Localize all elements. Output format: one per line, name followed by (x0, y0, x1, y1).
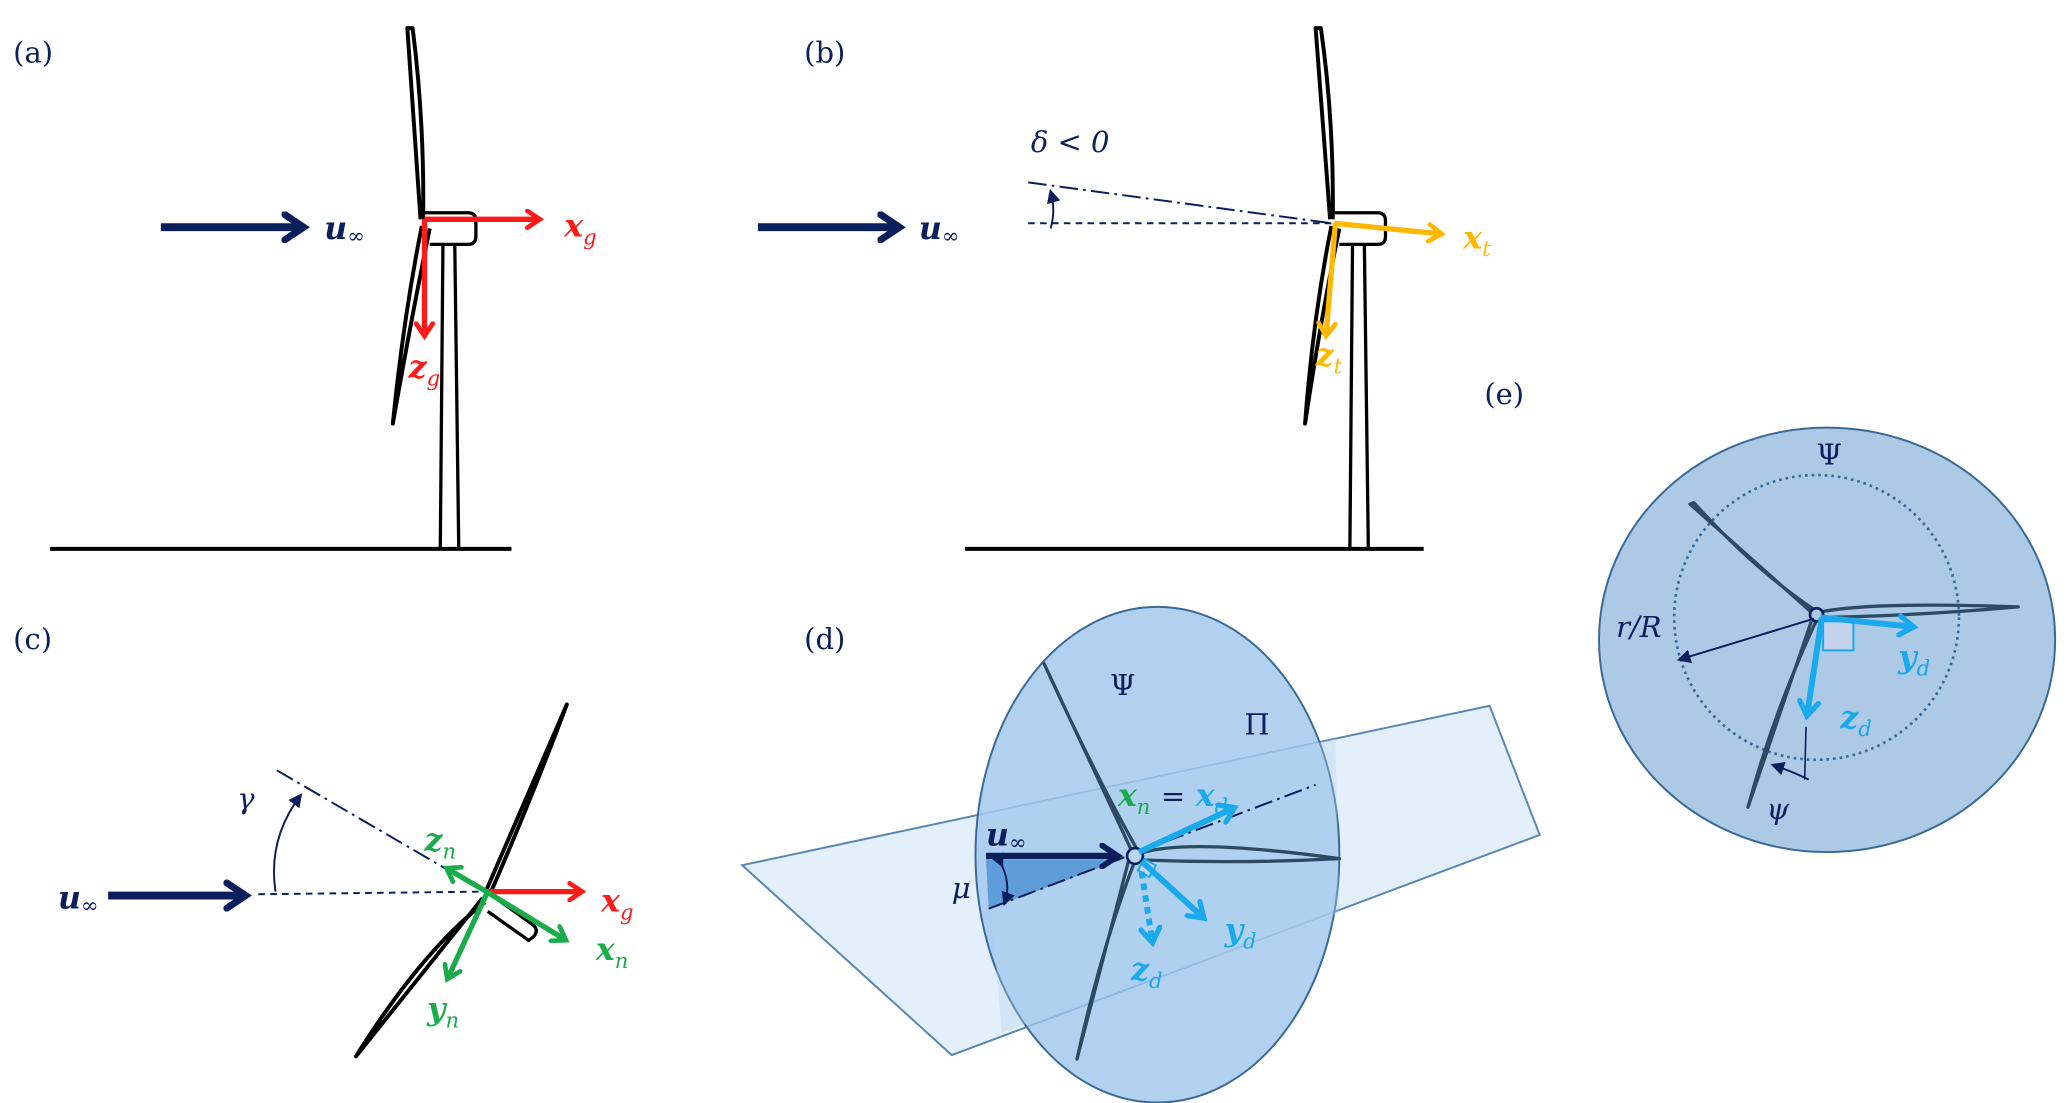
panel-c: (c) u∞ γ xg zn xn yn (13, 622, 633, 1059)
y-d-label: yd (1897, 639, 1930, 681)
freestream-label: u∞ (58, 880, 99, 918)
horizontal-reference (258, 890, 486, 896)
panel-b-label: (b) (804, 35, 845, 69)
panel-b: (b) u∞ δ < 0 xt zt (757, 26, 1491, 551)
panel-c-label: (c) (13, 622, 52, 656)
blade-upper-left (1688, 501, 1815, 614)
right-angle-marker (1822, 620, 1855, 652)
blade-down (390, 225, 432, 426)
panel-a-label: (a) (13, 35, 53, 69)
panel-e: (e) Ψ r/R yd zd ψ (1484, 377, 2057, 854)
radius-arrow (1676, 617, 1815, 663)
z-d-arrow (1807, 616, 1825, 713)
plane-pi-label: Π (1244, 708, 1269, 742)
turbine-tower (1348, 245, 1370, 549)
y-d-arrow (1139, 859, 1203, 916)
disk-psi-label: Ψ (1110, 668, 1135, 702)
blade-down (353, 896, 487, 1059)
z-t-label: zt (1315, 337, 1343, 379)
x-n-arrow (485, 889, 564, 939)
azimuth-angle-label: ψ (1766, 792, 1789, 826)
z-d-label: zd (1839, 699, 1871, 741)
y-d-arrow (1820, 617, 1911, 626)
blade-up (483, 702, 569, 894)
panel-e-label: (e) (1484, 377, 1524, 411)
freestream-label: u∞ (324, 210, 365, 248)
blade-up (405, 26, 426, 220)
nacelle (486, 892, 538, 943)
blade-down (1075, 860, 1136, 1061)
blade-right (1818, 603, 2020, 620)
y-n-label: yn (426, 990, 459, 1032)
z-n-label: zn (423, 822, 456, 864)
freestream-label: u∞ (919, 210, 960, 248)
y-n-arrow (448, 893, 489, 977)
freestream-label: u∞ (986, 816, 1027, 854)
y-d-label: yd (1224, 911, 1257, 953)
blade-up (1042, 661, 1138, 851)
mu-angle-arc (990, 852, 1015, 907)
plane-pi-overlay (982, 738, 1340, 1033)
z-t-arrow (1326, 223, 1339, 334)
tilted-axis (1028, 181, 1332, 225)
mu-angle-label: μ (952, 871, 971, 905)
x-g-label: xg (563, 207, 596, 249)
radius-label: r/R (1616, 610, 1661, 644)
turbine-tower (438, 245, 461, 549)
radius-circle (1672, 473, 1961, 762)
yaw-angle-arc (272, 793, 303, 892)
blade-lower (1746, 619, 1819, 809)
x-n-label: xn (595, 931, 628, 973)
panel-a: (a) u∞ xg zg (13, 26, 597, 551)
tilt-angle-label: δ < 0 (1031, 125, 1110, 159)
azimuth-reference-line (1803, 726, 1807, 780)
x-n-equals-x-d-label: xn=xd (1117, 777, 1228, 819)
x-g-label: xg (600, 882, 633, 924)
z-n-arrow (448, 869, 488, 894)
blade-right (1139, 844, 1341, 864)
z-g-label: zg (408, 348, 440, 390)
yaw-angle-label: γ (237, 782, 255, 816)
z-d-label: zd (1130, 951, 1162, 993)
panel-d-label: (d) (804, 622, 845, 656)
disk-psi-label: Ψ (1817, 437, 1842, 471)
azimuth-angle-arc (1770, 761, 1810, 781)
x-t-arrow (1333, 220, 1439, 234)
x-d-arrow (1137, 809, 1233, 855)
x-t-label: xt (1462, 219, 1491, 261)
panel-d: (d) Ψ Π u∞ μ xn=xd yd zd (740, 605, 1541, 1103)
tilt-angle-arc (1047, 188, 1061, 229)
blade-up (1313, 26, 1335, 220)
